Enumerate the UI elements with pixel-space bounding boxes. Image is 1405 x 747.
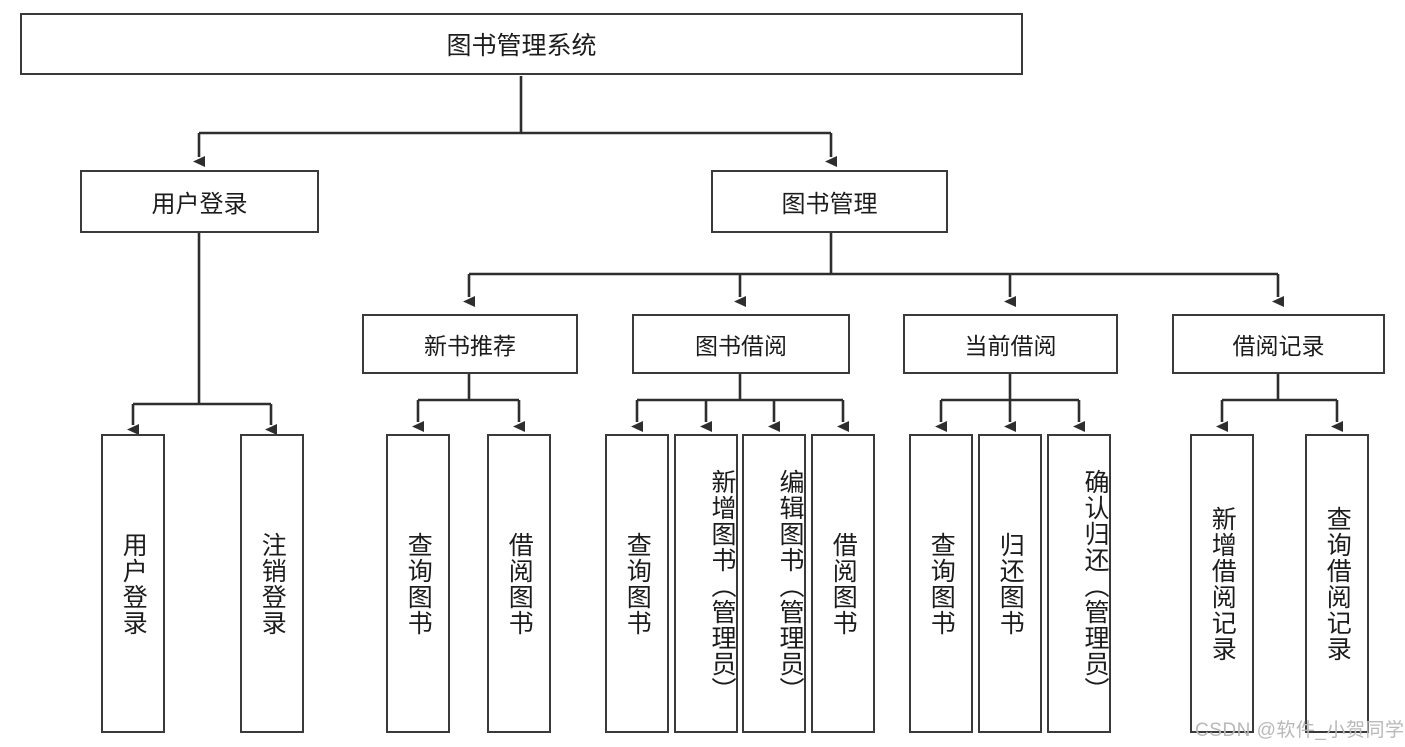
node-label: 注销登录 bbox=[258, 531, 287, 636]
node-label: 图书借阅 bbox=[695, 333, 787, 359]
node-label: 新增图书（管理员） bbox=[708, 468, 736, 703]
node-label: 用户登录 bbox=[119, 531, 148, 636]
node-label: 用户登录 bbox=[151, 191, 248, 218]
node-label: 查询借阅记录 bbox=[1323, 505, 1352, 662]
node-borrow-record[interactable]: 借阅记录 bbox=[1172, 314, 1385, 374]
leaf-return-book[interactable]: 归还图书 bbox=[978, 434, 1042, 733]
node-label: 查询图书 bbox=[404, 531, 433, 636]
leaf-borrow-book-new[interactable]: 借阅图书 bbox=[487, 434, 551, 733]
leaf-user-login[interactable]: 用户登录 bbox=[101, 434, 165, 733]
node-user-login[interactable]: 用户登录 bbox=[80, 170, 319, 233]
leaf-add-borrow-record[interactable]: 新增借阅记录 bbox=[1190, 434, 1254, 733]
node-label: 查询图书 bbox=[623, 531, 652, 636]
node-label: 编辑图书（管理员） bbox=[776, 468, 804, 703]
node-current-borrow[interactable]: 当前借阅 bbox=[903, 314, 1118, 374]
node-label: 归还图书 bbox=[996, 531, 1025, 636]
node-label: 借阅记录 bbox=[1232, 333, 1325, 359]
node-book-management[interactable]: 图书管理 bbox=[711, 170, 948, 233]
node-label: 图书管理系统 bbox=[446, 32, 597, 60]
leaf-add-book-admin[interactable]: 新增图书（管理员） bbox=[674, 434, 738, 733]
leaf-logout-login[interactable]: 注销登录 bbox=[240, 434, 304, 733]
node-book-borrow[interactable]: 图书借阅 bbox=[632, 314, 850, 374]
node-new-book-recommend[interactable]: 新书推荐 bbox=[362, 314, 578, 374]
leaf-edit-book-admin[interactable]: 编辑图书（管理员） bbox=[742, 434, 806, 733]
node-root-system[interactable]: 图书管理系统 bbox=[20, 13, 1023, 75]
node-label: 借阅图书 bbox=[505, 531, 534, 636]
leaf-borrow-book[interactable]: 借阅图书 bbox=[811, 434, 875, 733]
node-label: 借阅图书 bbox=[829, 531, 858, 636]
node-label: 查询图书 bbox=[927, 531, 956, 636]
leaf-query-book-borrow[interactable]: 查询图书 bbox=[605, 434, 669, 733]
node-label: 新增借阅记录 bbox=[1208, 505, 1237, 662]
node-label: 当前借阅 bbox=[964, 333, 1057, 359]
leaf-query-borrow-record[interactable]: 查询借阅记录 bbox=[1305, 434, 1369, 733]
watermark-text: CSDN @软件_小贺同学 bbox=[1195, 720, 1405, 741]
leaf-query-book-new[interactable]: 查询图书 bbox=[386, 434, 450, 733]
leaf-query-book-current[interactable]: 查询图书 bbox=[909, 434, 973, 733]
node-label: 新书推荐 bbox=[424, 333, 516, 359]
leaf-confirm-return-admin[interactable]: 确认归还（管理员） bbox=[1047, 434, 1111, 733]
node-label: 确认归还（管理员） bbox=[1081, 468, 1109, 703]
node-label: 图书管理 bbox=[781, 191, 878, 218]
